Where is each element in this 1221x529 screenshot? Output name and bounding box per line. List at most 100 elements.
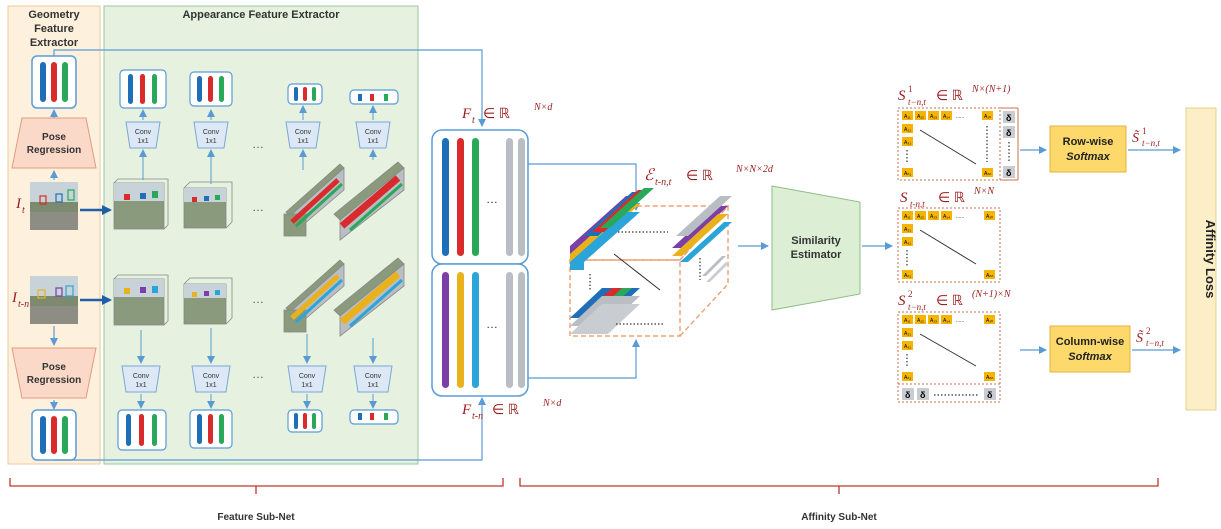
s-dim: N×N <box>973 186 995 197</box>
s1-delta-top: δ <box>1006 113 1012 123</box>
app-feature-bottom-3 <box>287 409 323 433</box>
pose-top-label-1: Pose <box>42 132 66 143</box>
conv-bottom-2-l2: 1x1 <box>205 382 216 389</box>
app-stage-top-4 <box>333 161 405 241</box>
frame-t-label: I <box>15 196 22 212</box>
s2-space: ∈ ℝ <box>936 294 963 309</box>
conv-bottom-1: Conv 1x1 <box>121 365 161 393</box>
s1-cell-a13: A₁₃ <box>930 114 937 120</box>
ft-symbol: F <box>461 106 472 122</box>
feature-ftn-box <box>431 263 529 397</box>
app-stage-bottom-3 <box>283 259 345 333</box>
conv-top-4-l2: 1x1 <box>367 138 378 145</box>
row-softmax-label-1: Row-wise <box>1063 136 1114 148</box>
s2-cell-a21: A₂₁ <box>904 331 911 337</box>
s2-cell-a14: A₁₄ <box>943 318 950 324</box>
conv-bottom-ellipsis: … <box>252 367 264 381</box>
conv-bottom-3-l2: 1x1 <box>301 382 312 389</box>
app-stage-bottom-2 <box>183 277 233 325</box>
matrix-s: A₁₁ A₁₂ A₁₃ A₁₄ ...... A₁ₙ A₂₁ A₃₁ Aₙ₁ A… <box>897 207 1001 283</box>
s1-out-sup: 1 <box>1142 126 1147 136</box>
conv-bottom-1-l1: Conv <box>133 373 150 380</box>
s1-sub: t−n,t <box>908 97 926 107</box>
conv-top-4-l1: Conv <box>365 129 382 136</box>
s2-cell-ann: Aₙₙ <box>986 375 993 381</box>
tensor-symbol: ℰ <box>644 167 656 184</box>
ftn-symbol: F <box>461 402 472 418</box>
s2-cell-a12: A₁₂ <box>917 318 924 324</box>
ft-sub: t <box>472 115 475 126</box>
pose-bottom-label-2: Regression <box>27 375 81 386</box>
s2-delta-2: δ <box>920 390 926 400</box>
app-feature-top-3 <box>287 83 323 105</box>
similarity-estimator: Similarity Estimator <box>771 185 861 311</box>
matrix-s1: A₁₁ A₁₂ A₁₃ A₁₄ ...... A₁ₙ A₂₁ A₃₁ Aₙ₁ A… <box>897 107 1019 181</box>
conv-bottom-1-l2: 1x1 <box>135 382 146 389</box>
s2-cell-a13: A₁₃ <box>930 318 937 324</box>
frame-tn-label: I <box>11 290 18 306</box>
tensor-sup: N×N×2d <box>735 164 774 175</box>
s2-delta-3: δ <box>987 390 993 400</box>
s1-cell-ann: Aₙₙ <box>984 171 991 177</box>
appearance-title: Appearance Feature Extractor <box>182 9 340 21</box>
s-cell-a11: A₁₁ <box>904 214 911 220</box>
s1-symbol: S <box>898 88 906 104</box>
s1-cell-a1n: A₁ₙ <box>984 114 991 120</box>
s-cell-a14: A₁₄ <box>943 214 950 220</box>
conv-top-3-l1: Conv <box>295 129 312 136</box>
s2-sub: t−n,t <box>908 302 926 312</box>
s-space: ∈ ℝ <box>938 191 965 206</box>
pose-top-label-2: Regression <box>27 145 81 156</box>
row-softmax-box: Row-wise Softmax <box>1049 125 1127 173</box>
tensor-cube <box>568 188 732 337</box>
affinity-loss-box: Affinity Loss <box>1185 107 1218 411</box>
pose-bottom-label-1: Pose <box>42 362 66 373</box>
conv-bottom-3: Conv 1x1 <box>287 365 327 393</box>
app-feature-bottom-1 <box>117 409 167 451</box>
s1-cell-a21: A₂₁ <box>904 127 911 133</box>
affinity-subnet-brace <box>519 478 1159 494</box>
ft-space: ∈ ℝ <box>483 107 510 122</box>
app-feature-bottom-2 <box>189 409 233 449</box>
conv-top-4: Conv 1x1 <box>355 121 391 149</box>
s1-sup: 1 <box>908 84 913 94</box>
conv-bottom-4: Conv 1x1 <box>353 365 393 393</box>
frame-tn-image <box>30 276 78 324</box>
col-softmax-label-1: Column-wise <box>1056 336 1124 348</box>
app-top-ellipsis: … <box>252 200 264 214</box>
pose-regression-bottom: Pose Regression <box>11 347 97 399</box>
s1-dim: N×(N+1) <box>971 84 1011 95</box>
s2-dim: (N+1)×N <box>972 289 1012 300</box>
geometry-title-1: Geometry <box>28 9 80 21</box>
s2-cell-an1: Aₙ₁ <box>904 375 911 381</box>
conv-top-2-l1: Conv <box>203 129 220 136</box>
s2-out-symbol: S̃ <box>1136 330 1144 346</box>
tensor-sub: t-n,t <box>655 177 672 188</box>
app-stage-top-2 <box>183 181 233 229</box>
conv-top-1-l2: 1x1 <box>137 138 148 145</box>
app-feature-top-2 <box>189 71 233 107</box>
geometry-feature-bottom <box>31 409 77 461</box>
ft-sup: N×d <box>533 102 553 113</box>
similarity-label-2: Estimator <box>791 249 842 261</box>
similarity-label-1: Similarity <box>791 235 841 247</box>
s-cell-a1n: A₁ₙ <box>986 214 993 220</box>
col-softmax-label-2: Softmax <box>1068 351 1112 363</box>
conv-bottom-2-l1: Conv <box>203 373 220 380</box>
s-cell-a31: A₃₁ <box>904 240 911 246</box>
s-cell-an1: Aₙ₁ <box>904 273 911 279</box>
conv-top-1: Conv 1x1 <box>125 121 161 149</box>
frame-tn-sub: t-n <box>18 299 29 310</box>
col-softmax-box: Column-wise Softmax <box>1049 325 1131 373</box>
conv-top-2-l2: 1x1 <box>205 138 216 145</box>
s1-delta-bottom: δ <box>1006 168 1012 178</box>
feature-ft-box <box>431 129 529 265</box>
pose-regression-top: Pose Regression <box>11 117 97 169</box>
s-row-dots: ...... <box>956 214 964 220</box>
s-cell-ann: Aₙₙ <box>986 273 993 279</box>
s1-cell-a11: A₁₁ <box>904 114 911 120</box>
s-sub: t-n,t <box>910 199 925 209</box>
geometry-feature-top <box>31 55 77 109</box>
conv-top-ellipsis: … <box>252 137 264 151</box>
